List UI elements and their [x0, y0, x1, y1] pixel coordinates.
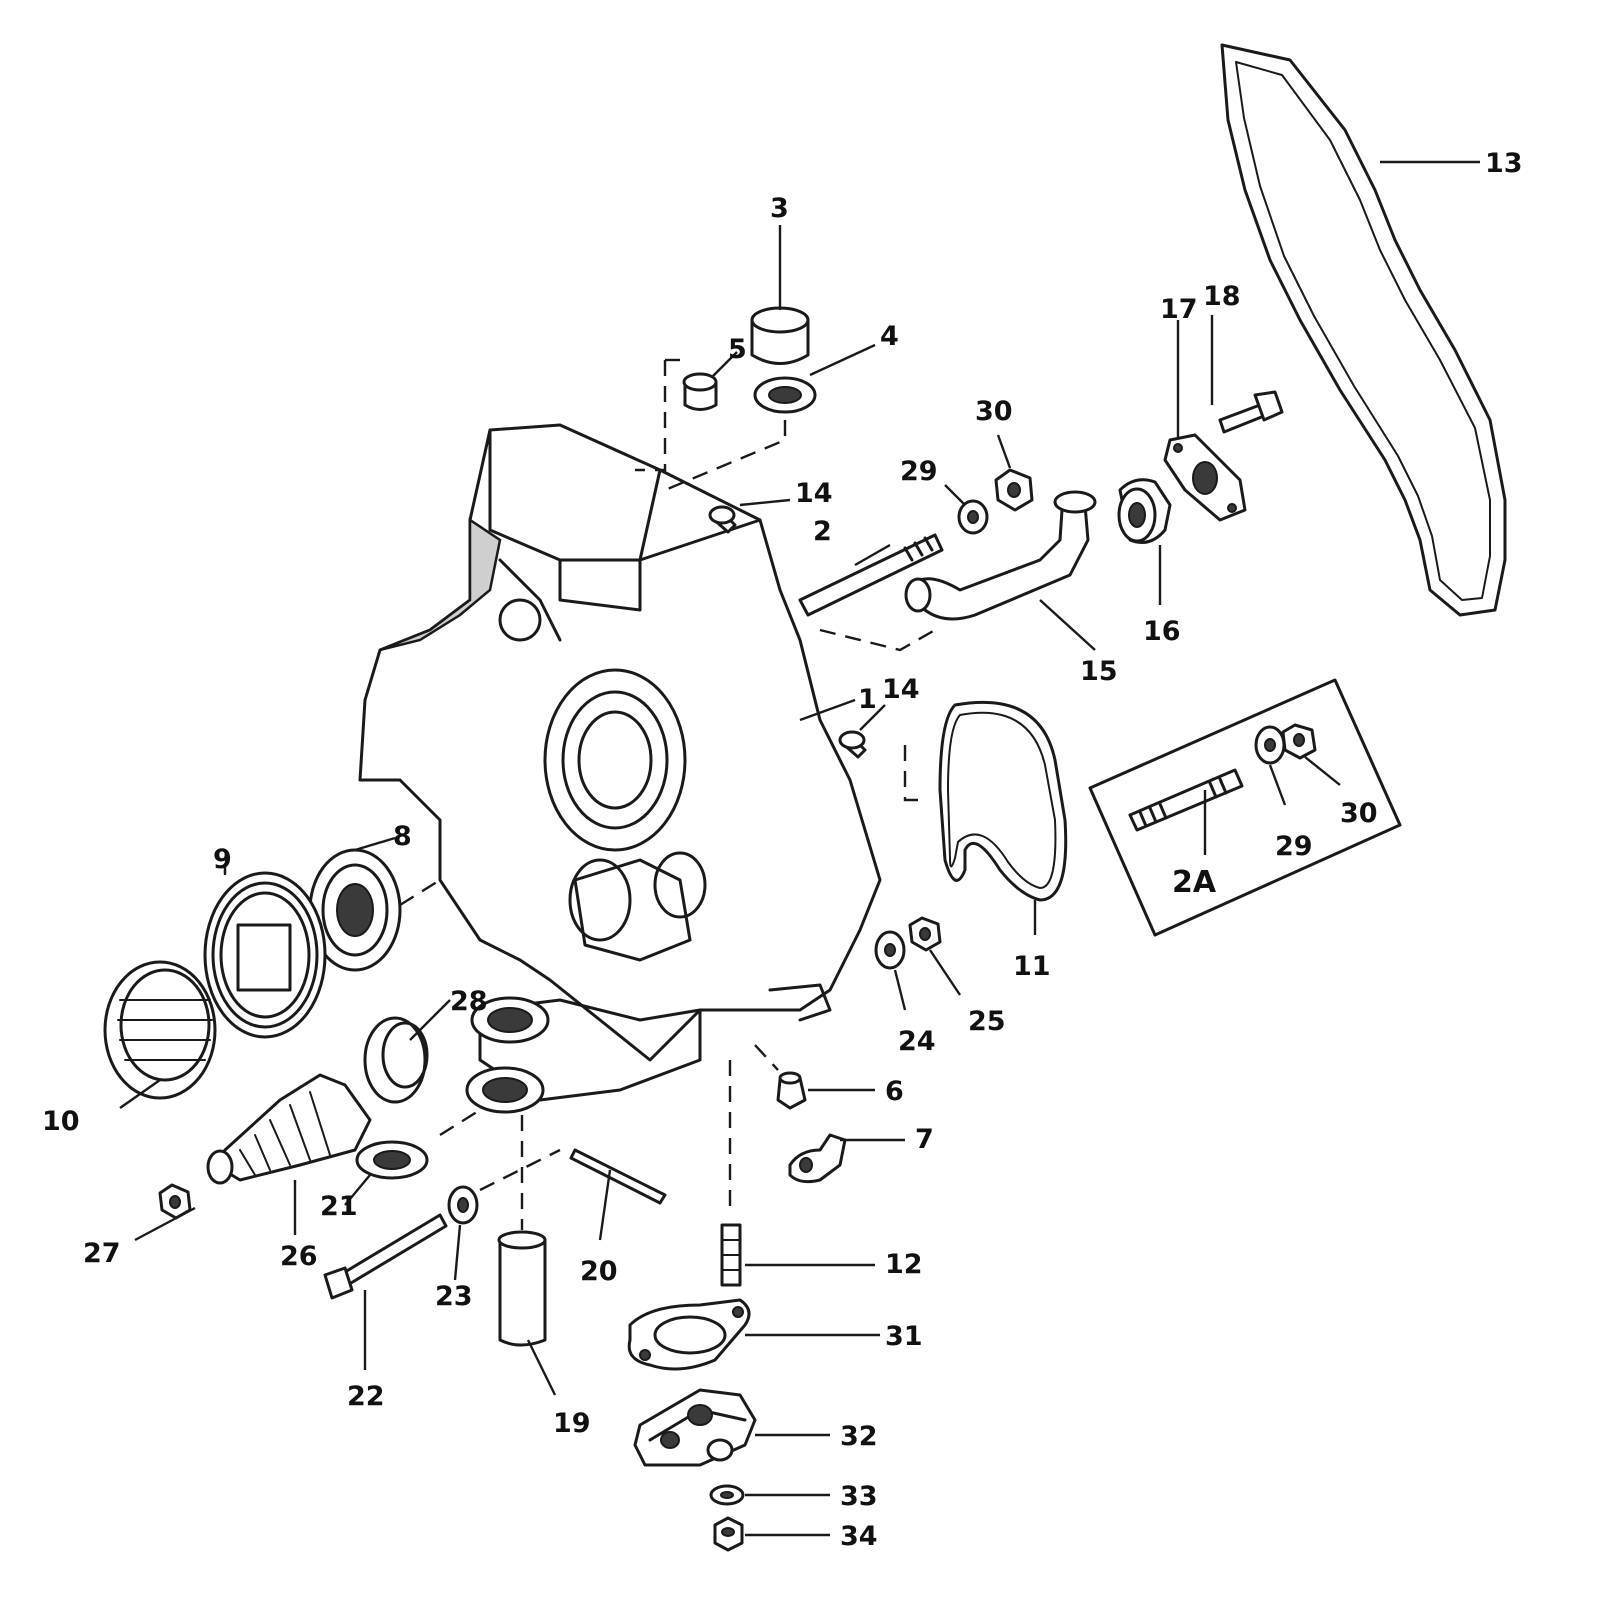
callout-8: 8 — [393, 821, 412, 852]
callout-21: 21 — [320, 1191, 358, 1222]
part-24-washer — [874, 930, 906, 970]
part-34-nut — [713, 1516, 744, 1552]
part-18-bolt — [1218, 390, 1284, 434]
inset-box — [1088, 678, 1402, 937]
callout-labels: 1 2 2A 3 4 5 6 7 8 9 10 11 12 13 14 14 1… — [42, 148, 1523, 1552]
part-1-bell-housing — [358, 423, 882, 1114]
callout-30a: 30 — [975, 396, 1013, 427]
callout-26: 26 — [280, 1241, 318, 1272]
part-19-pin — [497, 1230, 547, 1347]
alignment-line-fitting — [754, 1044, 779, 1071]
callout-22: 22 — [347, 1381, 385, 1412]
callout-10: 10 — [42, 1106, 80, 1137]
part-33-washer — [709, 1484, 745, 1506]
callout-18: 18 — [1203, 281, 1241, 312]
alignment-lines-upper — [635, 358, 787, 492]
part-15-water-tube — [904, 490, 1097, 621]
callout-32: 32 — [840, 1421, 878, 1452]
part-14-plug-upper — [708, 505, 737, 534]
part-17-flange — [1163, 433, 1247, 522]
part-26-boot — [206, 1073, 372, 1185]
callout-29b: 29 — [1275, 831, 1313, 862]
callout-20: 20 — [580, 1256, 618, 1287]
part-20-cotter-pin — [569, 1148, 667, 1205]
callout-24: 24 — [898, 1026, 936, 1057]
callout-3: 3 — [770, 193, 789, 224]
callout-25: 25 — [968, 1006, 1006, 1037]
callout-2a: 2A — [1172, 865, 1217, 900]
callout-13: 13 — [1485, 148, 1523, 179]
callout-19: 19 — [553, 1408, 591, 1439]
part-2-stud — [798, 533, 944, 617]
part-23-washer — [447, 1185, 479, 1225]
part-13-large-gasket — [1220, 43, 1507, 617]
callout-14b: 14 — [882, 674, 920, 705]
part-32-block — [633, 1388, 757, 1467]
alignment-line-stud — [819, 628, 936, 652]
part-28-bearing-cup — [363, 1016, 429, 1104]
callout-4: 4 — [880, 321, 899, 352]
leader-lines — [119, 160, 1480, 1537]
callout-34: 34 — [840, 1521, 878, 1552]
part-3-cap — [750, 306, 810, 365]
part-5-small-cap — [682, 372, 718, 411]
alignment-line-plug — [903, 745, 925, 802]
callout-33: 33 — [840, 1481, 878, 1512]
callout-6: 6 — [885, 1076, 904, 1107]
part-29-washer-top — [957, 499, 989, 535]
part-8-bearing — [308, 848, 402, 972]
part-25-nut — [908, 916, 942, 952]
callout-17: 17 — [1160, 294, 1198, 325]
callout-29a: 29 — [900, 456, 938, 487]
callout-15: 15 — [1080, 656, 1118, 687]
alignment-line-bearing — [399, 878, 441, 907]
callout-7: 7 — [915, 1124, 934, 1155]
callout-27: 27 — [83, 1238, 121, 1269]
part-12-stud — [720, 1223, 742, 1287]
part-7-elbow-fitting — [788, 1133, 847, 1184]
part-30-nut-top — [994, 468, 1034, 512]
callout-9: 9 — [213, 844, 232, 875]
part-22-bolt — [323, 1213, 448, 1300]
part-10-needle-bearing — [103, 960, 217, 1100]
part-21-washer — [355, 1140, 429, 1180]
callout-2: 2 — [813, 516, 832, 547]
alignment-line-washer — [439, 1108, 561, 1192]
callout-16: 16 — [1143, 616, 1181, 647]
callout-11: 11 — [1013, 951, 1051, 982]
part-9-ribbed-sleeve — [203, 871, 327, 1039]
callout-28: 28 — [450, 986, 488, 1017]
part-14-plug-lower — [838, 730, 867, 759]
callout-23: 23 — [435, 1281, 473, 1312]
callout-1: 1 — [858, 684, 877, 715]
part-11-inner-gasket — [938, 700, 1068, 902]
callout-30b: 30 — [1340, 798, 1378, 829]
callout-14a: 14 — [795, 478, 833, 509]
part-4-seal — [753, 376, 817, 414]
part-6-grease-fitting — [776, 1071, 807, 1110]
part-31-gasket — [627, 1298, 751, 1371]
callout-5: 5 — [728, 334, 747, 365]
part-16-grommet — [1117, 478, 1172, 544]
callout-12: 12 — [885, 1249, 923, 1280]
callout-31: 31 — [885, 1321, 923, 1352]
